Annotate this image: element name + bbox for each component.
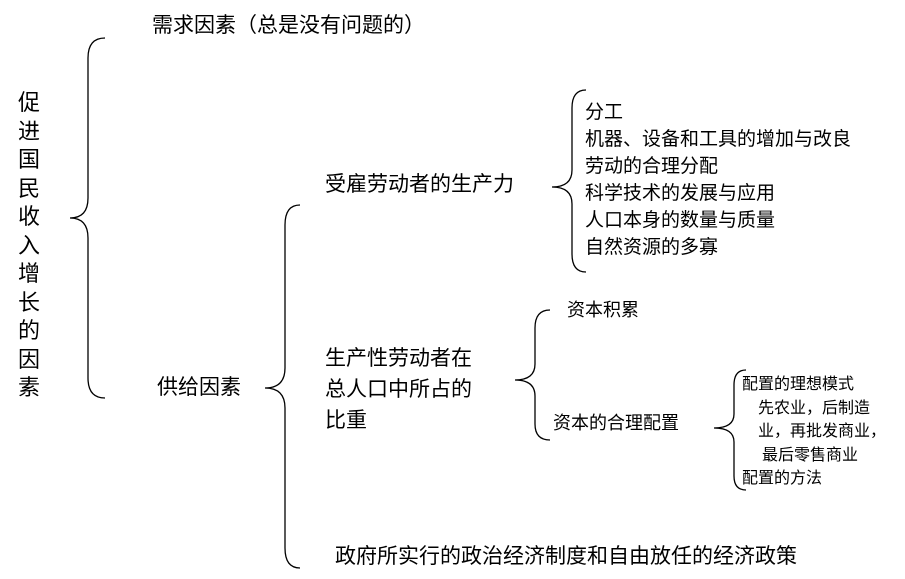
- list-item: 自然资源的多寡: [585, 236, 719, 258]
- ratio-line: 比重: [325, 408, 367, 432]
- root-char: 入: [17, 233, 40, 259]
- ratio-brace: [514, 309, 551, 441]
- allocation-details: 配置的理想模式 先农业，后制造 业，再批发商业， 最后零售商业 配置的方法: [742, 372, 886, 490]
- allocation-line: 业，再批发商业，: [758, 421, 887, 440]
- list-item: 机器、设备和工具的增加与改良: [585, 128, 852, 150]
- supply-factor: 供给因素: [157, 375, 241, 399]
- root-char: 的: [17, 319, 40, 344]
- root-char: 长: [17, 290, 40, 316]
- productivity-label: 受雇劳动者的生产力: [325, 172, 514, 196]
- supply-brace: [264, 204, 301, 569]
- allocation-line: 最后零售商业: [762, 444, 859, 464]
- list-item: 人口本身的数量与质量: [585, 209, 776, 231]
- list-item: 分工: [585, 101, 624, 123]
- ratio-line: 生产性劳动者在: [325, 346, 472, 370]
- root-char: 因: [17, 347, 40, 373]
- root-char: 进: [17, 119, 40, 145]
- capital-allocation: 资本的合理配置: [553, 413, 679, 434]
- root-char: 收: [17, 205, 40, 230]
- allocation-line: 配置的理想模式: [742, 374, 855, 393]
- government-policy: 政府所实行的政治经济制度和自由放任的经济政策: [335, 544, 797, 568]
- root-char: 民: [17, 176, 40, 202]
- root-char: 增: [17, 262, 40, 287]
- productivity-list: 分工 机器、设备和工具的增加与改良 劳动的合理分配 科学技术的发展与应用 人口本…: [585, 99, 851, 261]
- root-char: 素: [17, 376, 40, 401]
- allocation-line: 配置的方法: [742, 468, 823, 487]
- demand-factor: 需求因素（总是没有问题的）: [152, 13, 425, 37]
- list-item: 劳动的合理分配: [585, 155, 719, 177]
- root-title: 促 进 国 民 收 入 增 长 的 因 素: [15, 90, 43, 404]
- capital-accumulation: 资本积累: [567, 300, 639, 321]
- labor-ratio-label: 生产性劳动者在 总人口中所占的 比重: [325, 343, 472, 436]
- productivity-brace: [551, 89, 587, 273]
- root-brace: [69, 37, 106, 399]
- allocation-brace: [713, 369, 747, 491]
- root-char: 国: [17, 148, 40, 173]
- root-char: 促: [17, 91, 40, 116]
- allocation-line: 先农业，后制造: [758, 397, 871, 417]
- list-item: 科学技术的发展与应用: [585, 182, 776, 204]
- ratio-line: 总人口中所占的: [325, 377, 472, 401]
